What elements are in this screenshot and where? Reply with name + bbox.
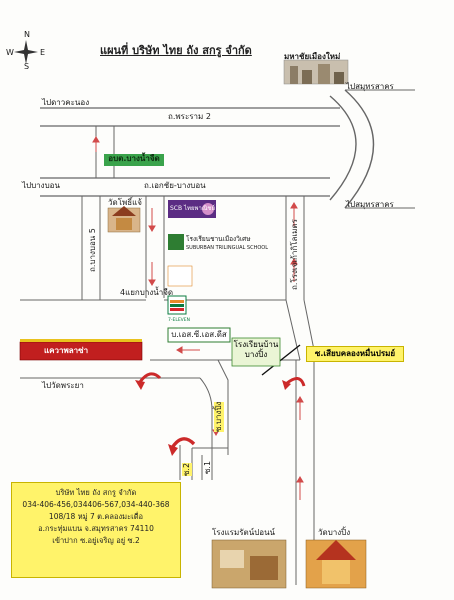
compass-rose-icon	[14, 40, 38, 64]
ekkachai-road-label: ถ.เอกชัย-บางบอน	[144, 181, 206, 190]
to-samut-sakhon-2-label: ไปสมุทรสาคร	[346, 200, 394, 209]
xlane-label: ซ.เสียบคลองหมื่นปรมย์	[306, 346, 404, 362]
school2-label: โรงเรียนบ้านบางปิ้ง	[233, 340, 279, 359]
company-info-box: บริษัท ไทย ถัง สกรู จำกัด 034-406-456,03…	[11, 482, 181, 578]
to-dao-khanong-label: ไปดาวคะนอง	[42, 98, 90, 107]
map-title: แผนที่ บริษัท ไทย ถัง สกรู จำกัด	[100, 44, 252, 57]
compass-west: W	[6, 48, 14, 57]
school-label: โรงเรียนชานเมืองวิเศษ	[186, 235, 251, 243]
soi2-label: ซ.2	[182, 462, 192, 476]
to-wat-phraya-label: ไปวัดพระยา	[42, 381, 84, 390]
rama2-label: ถ.พระราม 2	[168, 112, 211, 121]
compass-north: N	[24, 30, 30, 39]
bangbon5-label: ถ.บางบอน 5	[88, 228, 97, 272]
school-en-label: SUBURBAN TRILINGUAL SCHOOL	[186, 245, 268, 251]
fourway-label: 4แยกบางน้ำจืด	[120, 288, 174, 297]
compass-south: S	[24, 62, 30, 71]
wat-bang-ping-label: วัดบางปิ้ง	[318, 528, 351, 537]
mahachai-label: มหาชัยเมืองใหม่	[284, 52, 341, 61]
company-district: อ.กระทุ่มแบน จ.สมุทรสาคร 74110	[38, 524, 154, 533]
soi1-label: ซ.1	[203, 460, 212, 474]
company-entrance: เข้าปาก ซ.อยู่เจริญ อยู่ ซ.2	[52, 536, 140, 545]
soi-bang-ping-label: ซ.บางปิ้ง	[214, 401, 224, 432]
scb-logo-icon: SCB ไทยพาณิชย์	[170, 205, 215, 212]
rongchakkaew-label: ถ.โรงเจเก้ากิโลเมตร	[290, 219, 299, 290]
cycle-label: บ.เอส.ซี.เอส.ดีส	[171, 330, 227, 339]
company-address: 108/18 หมู่ 7 ต.คลองมะเดื่อ	[48, 512, 144, 521]
to-bang-bon-label: ไปบางบอน	[22, 181, 60, 190]
wat-phoseng-label: วัดโพธิ์แจ้	[108, 198, 142, 207]
resort-label: โรงแรมรัตน์ปอนน์	[212, 528, 276, 537]
company-phones: 034-406-456,034406-567,034-440-368	[22, 500, 170, 509]
company-name: บริษัท ไทย ถัง สกรู จำกัด	[55, 488, 137, 497]
plaza-label: แควาพลาซ่า	[44, 346, 89, 355]
to-samut-sakhon-1-label: ไปสมุทรสาคร	[346, 82, 394, 91]
obt-label: อบต.บางน้ำจืด	[104, 154, 164, 166]
seven-eleven-logo-icon: 7-ELEVEN	[168, 318, 190, 323]
compass-east: E	[40, 48, 46, 57]
